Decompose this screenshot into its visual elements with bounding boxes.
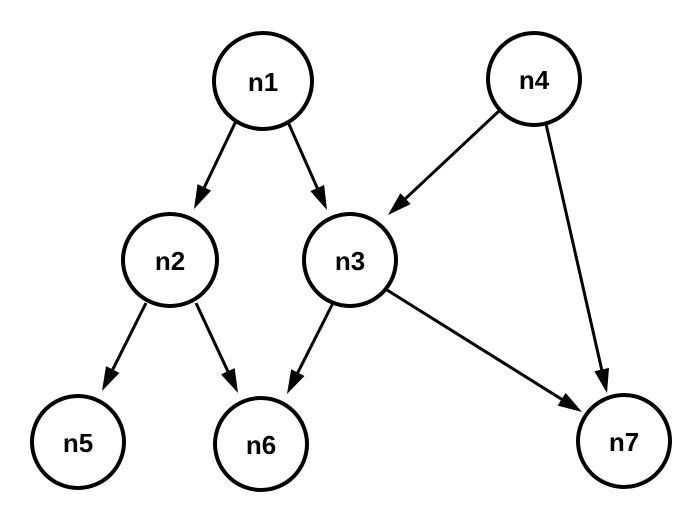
node-circle-n5[interactable] xyxy=(30,394,126,490)
edge-arrowhead xyxy=(287,369,305,394)
edge-arrowhead xyxy=(221,368,238,393)
edge-n1-to-n3 xyxy=(286,121,327,210)
node-circle-n4[interactable] xyxy=(486,31,582,127)
edge-n4-to-n7 xyxy=(544,123,610,393)
node-circle-n6[interactable] xyxy=(213,396,309,492)
edge-n3-to-n6 xyxy=(287,302,335,394)
edge-arrowhead xyxy=(194,184,212,209)
edge-n1-to-n2 xyxy=(194,120,238,209)
edge-line xyxy=(544,123,605,376)
node-n5[interactable]: n5 xyxy=(30,394,126,490)
edge-line xyxy=(200,120,238,194)
edge-line xyxy=(286,121,322,195)
edge-n3-to-n7 xyxy=(386,288,582,412)
edge-n4-to-n3 xyxy=(388,109,501,215)
nodes-layer: n1 n2 n3 n4 n5 n6 n7 xyxy=(30,31,672,492)
edge-n2-to-n5 xyxy=(102,302,148,391)
edge-n2-to-n6 xyxy=(194,302,238,393)
node-n4[interactable]: n4 xyxy=(486,31,582,127)
edge-line xyxy=(386,288,568,404)
edge-arrowhead xyxy=(310,185,327,210)
edge-arrowhead xyxy=(557,392,582,412)
node-n2[interactable]: n2 xyxy=(121,212,219,308)
node-circle-n3[interactable] xyxy=(302,212,398,308)
edges-layer xyxy=(102,109,610,412)
node-circle-n7[interactable] xyxy=(576,393,672,489)
node-n3[interactable]: n3 xyxy=(302,212,398,308)
edge-arrowhead xyxy=(102,366,120,391)
node-n1[interactable]: n1 xyxy=(212,31,314,131)
edge-line xyxy=(194,302,232,378)
node-circle-n2[interactable] xyxy=(121,212,219,308)
edge-line xyxy=(400,109,501,204)
node-circle-n1[interactable] xyxy=(212,31,314,131)
edge-arrowhead xyxy=(594,367,610,393)
node-n6[interactable]: n6 xyxy=(213,396,309,492)
edge-line xyxy=(108,302,148,376)
node-n7[interactable]: n7 xyxy=(576,393,672,489)
edge-line xyxy=(293,302,335,379)
edge-arrowhead xyxy=(388,193,411,215)
